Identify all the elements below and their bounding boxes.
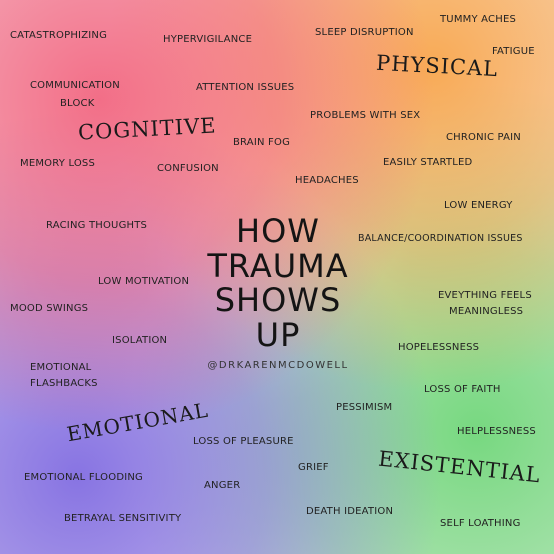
word-self-loathing: SELF LOATHING [440, 518, 521, 529]
word-everything-feels-line-1: EVEYTHING FEELS [438, 290, 532, 301]
word-everything-feels-line-2: MEANINGLESS [449, 306, 524, 317]
word-loss-of-pleasure: LOSS OF PLEASURE [193, 436, 294, 447]
word-grief: GRIEF [298, 462, 329, 473]
word-communication: COMMUNICATION [30, 80, 120, 91]
title-line-1: HOW [236, 212, 320, 250]
word-sleep-disruption: SLEEP DISRUPTION [315, 27, 414, 38]
category-cognitive: COGNITIVE [77, 113, 218, 145]
author-handle: @DRKARENMCDOWELL [207, 360, 349, 371]
word-mood-swings: MOOD SWINGS [10, 303, 89, 314]
word-easily-startled: EASILY STARTLED [383, 157, 473, 168]
word-helplessness: HELPLESSNESS [457, 426, 536, 437]
word-low-motivation: LOW MOTIVATION [98, 276, 190, 287]
word-hopelessness: HOPELESSNESS [398, 342, 480, 353]
word-low-energy: LOW ENERGY [444, 200, 513, 211]
main-title: HOW TRAUMA SHOWS UP [190, 214, 366, 352]
category-physical: PHYSICAL [375, 50, 499, 82]
word-pessimism: PESSIMISM [336, 402, 393, 413]
word-fatigue: FATIGUE [492, 46, 535, 57]
category-emotional: EMOTIONAL [65, 397, 211, 447]
word-emotional-flashbacks-line-1: EMOTIONAL [30, 362, 92, 373]
word-chronic-pain: CHRONIC PAIN [446, 132, 521, 143]
word-emotional-flashbacks-line-2: FLASHBACKS [30, 378, 98, 389]
word-confusion: CONFUSION [157, 163, 219, 174]
word-catastrophizing: CATASTROPHIZING [10, 30, 108, 41]
title-line-3: SHOWS UP [214, 281, 342, 354]
word-tummy-aches: TUMMY ACHES [440, 14, 517, 25]
word-anger: ANGER [204, 480, 241, 491]
word-memory-loss: MEMORY LOSS [20, 158, 96, 169]
title-line-2: TRAUMA [207, 246, 349, 285]
word-racing-thoughts: RACING THOUGHTS [46, 220, 148, 231]
word-headaches: HEADACHES [295, 175, 359, 186]
word-betrayal-sensitivity: BETRAYAL SENSITIVITY [64, 513, 182, 524]
category-existential: EXISTENTIAL [377, 446, 542, 488]
word-block: BLOCK [60, 98, 95, 109]
word-isolation: ISOLATION [112, 335, 168, 346]
word-attention-issues: ATTENTION ISSUES [196, 82, 295, 93]
word-hypervigilance: HYPERVIGILANCE [163, 34, 253, 45]
word-loss-of-faith: LOSS OF FAITH [424, 384, 501, 395]
word-emotional-flooding: EMOTIONAL FLOODING [24, 472, 144, 483]
word-problems-with-sex: PROBLEMS WITH SEX [310, 110, 421, 121]
word-brain-fog: BRAIN FOG [233, 137, 291, 148]
word-death-ideation: DEATH IDEATION [306, 506, 394, 517]
word-balance-coordination-issues: BALANCE/COORDINATION ISSUES [358, 233, 523, 244]
